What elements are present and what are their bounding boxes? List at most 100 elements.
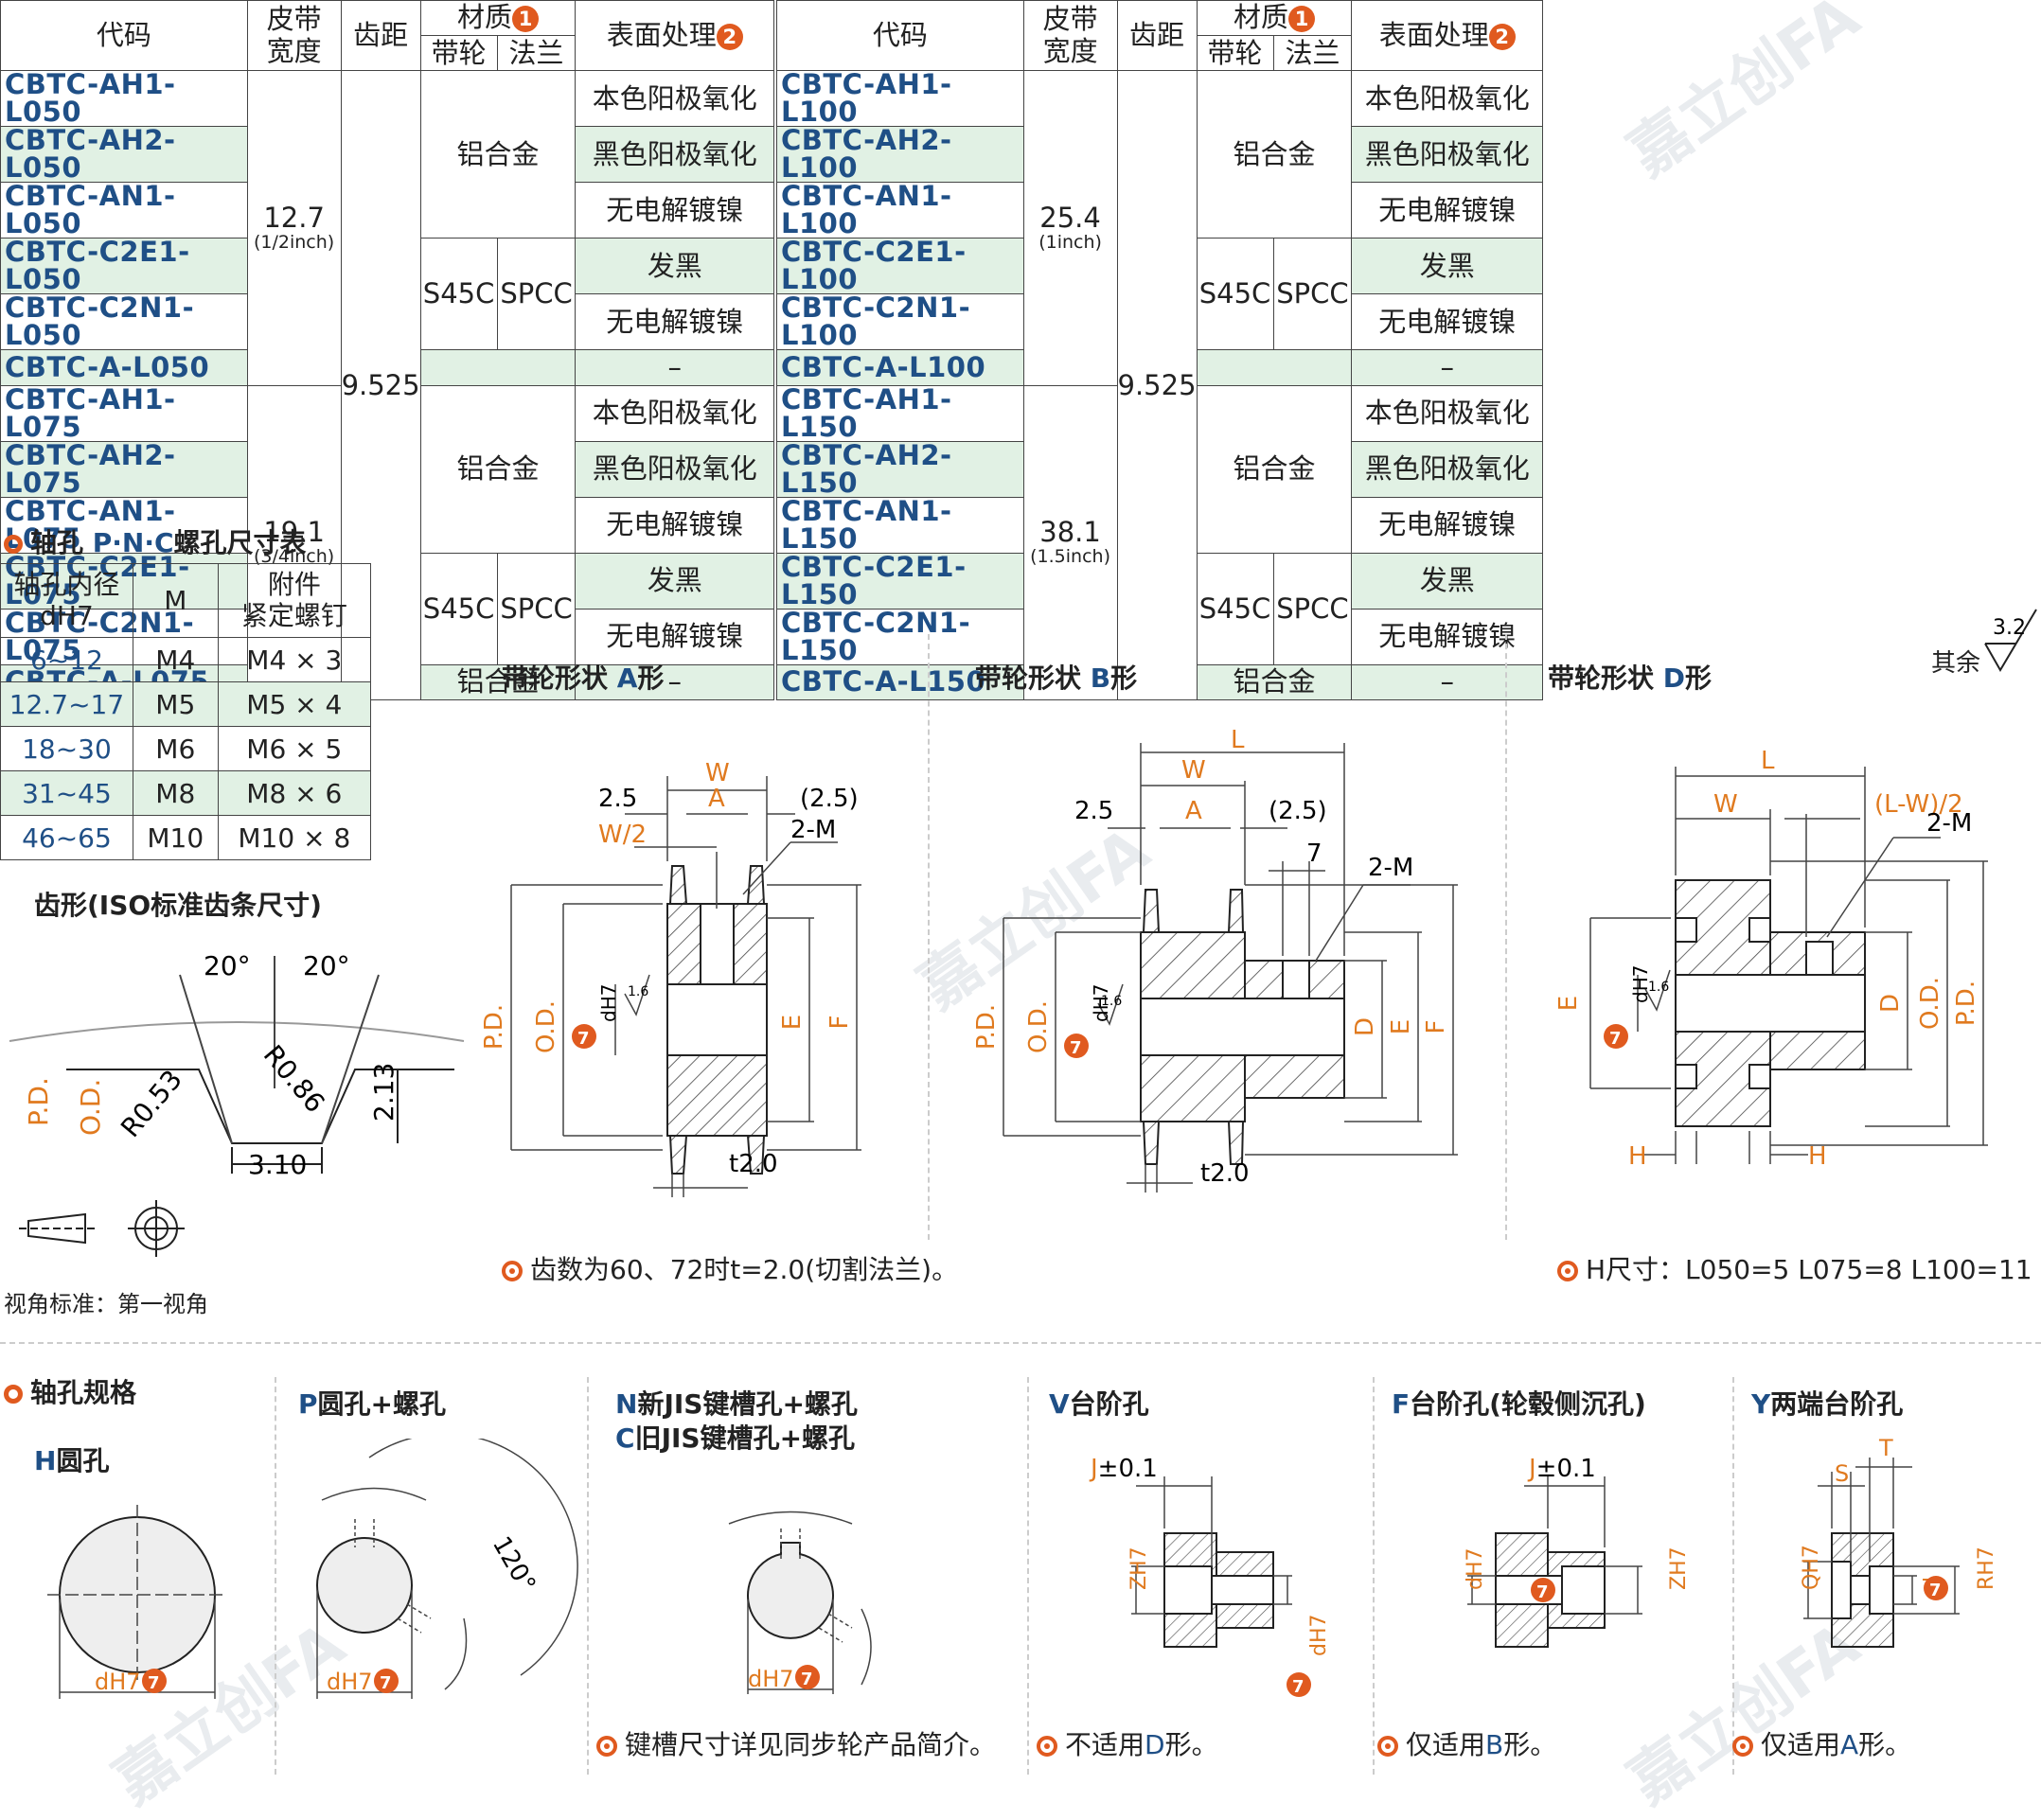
dim-label: J±0.1 [1089,1455,1158,1483]
table-row-code: CBTC-C2E1-L150 [776,552,1024,610]
dim-label: W [1181,756,1206,785]
table-row-code: CBTC-AN1-L150 [776,496,1024,554]
roughness-value: 1.6 [628,984,648,999]
material-cell: S45C [419,238,498,350]
dim-label: dH7 [748,1666,794,1692]
badge-icon [795,1665,820,1689]
table-cell: M10 [132,815,219,860]
dim-label: dH7 [1307,1614,1331,1656]
roughness-label: 其余 [1931,649,1981,678]
divider [1732,1377,1734,1775]
radius-label: R0.53 [115,1064,188,1143]
bore-p-drawing: 120° dH7 7 [316,1439,578,1699]
table-row-code: CBTC-AH1-L075 [0,384,248,442]
note-flange: 齿数为60、72时t=2.0(切割法兰)。 [502,1249,958,1287]
roughness-value: 1.6 [1101,994,1122,1009]
bore-screw-title: 轴孔 P·N·C螺孔尺寸表 [4,522,307,560]
od-label: O.D. [75,1079,106,1136]
dim-label: L [1231,726,1245,754]
surface-cell: 发黑 [575,238,774,294]
surface-cell: 无电解镀镍 [575,496,774,554]
surface-cell: – [1351,663,1543,701]
bore-v-drawing: J±0.1 ZH7 dH7 7 [1089,1455,1331,1697]
flange-cell: SPCC [1272,238,1353,350]
surface-cell: 无电解镀镍 [575,293,774,350]
badge-label: 7 [1929,1581,1942,1600]
belt-width-cell: 12.7(1/2inch) [246,70,342,386]
table-row-code: CBTC-AN1-L100 [776,182,1024,239]
bullet-icon [1732,1736,1753,1757]
note-f: 仅适用B形。 [1377,1724,1556,1762]
table-row-code: CBTC-AH1-L100 [776,70,1024,127]
dim-label: P.D. [972,1004,1001,1050]
roughness-value: 1.6 [1648,980,1669,995]
pd-label: P.D. [23,1077,54,1126]
surface-cell: 黑色阳极氧化 [1351,440,1543,498]
bore-type-n: N新JIS键槽孔+螺孔 [615,1388,858,1420]
dim-label: 2-M [1926,809,1972,838]
divider [1373,1377,1375,1775]
surface-cell: – [575,663,774,701]
table-row-code: CBTC-C2N1-L050 [0,293,248,350]
badge-icon [1287,1672,1311,1697]
dim-label: J±0.1 [1527,1455,1596,1483]
material-cell: S45C [1196,552,1274,665]
dim-label: ZH7 [1127,1546,1151,1590]
height-label: 2.13 [368,1063,399,1122]
material-cell [419,349,577,386]
table-row-code: CBTC-C2N1-L150 [776,608,1024,665]
surface-cell: 无电解镀镍 [575,608,774,665]
angle-label: 20° [303,950,350,981]
surface-cell: 发黑 [575,552,774,610]
belt-width-cell: 38.1(1.5inch) [1022,384,1118,701]
material-cell: S45C [419,552,498,665]
angle-label: 20° [204,950,251,981]
bore-f-drawing: J±0.1 dH7 7 ZH7 [1464,1455,1691,1648]
badge-label: 7 [801,1670,813,1689]
dim-label: dH7 [327,1669,373,1695]
bore-spec-title: 轴孔规格 [4,1372,136,1410]
note-keyway: 键槽尺寸详见同步轮产品简介。 [596,1724,996,1762]
surface-cell: 本色阳极氧化 [1351,70,1543,127]
section-ring-icon [4,1385,23,1404]
dim-label: H [1808,1142,1827,1171]
table-cell: M8 [132,770,219,816]
dim-label: D [1351,1017,1379,1036]
dim-label: dH7 [597,984,620,1022]
dim-label: (2.5) [800,785,859,813]
divider [275,1377,276,1775]
badge-label: 7 [577,1029,590,1049]
table-cell: M4 [132,637,219,682]
dim-label: P.D. [1952,981,1980,1026]
roughness-value: 3.2 [1993,616,2026,640]
badge-label: 7 [380,1673,392,1693]
header-flange: 法兰 [496,35,577,71]
bullet-icon [1557,1261,1578,1281]
table-cell: 46~65 [0,815,133,860]
dim-label: dH7 [95,1669,141,1695]
table-row-code: CBTC-A-L150 [776,663,1024,701]
belt-width-cell: 25.4(1inch) [1022,70,1118,386]
divider [0,1342,2041,1344]
badge-icon [374,1669,399,1693]
table-cell: M5 × 4 [217,681,372,727]
surface-cell: – [575,349,774,386]
table-row-code: CBTC-AH2-L050 [0,126,248,183]
dim-label: O.D. [1916,977,1944,1030]
dim-label: A [708,785,725,813]
dim-label: dH7 [1464,1547,1487,1590]
view-standard-label: 视角标准：第一视角 [4,1291,208,1317]
badge-label: 7 [1536,1582,1549,1602]
table-row-code: CBTC-A-L100 [776,349,1024,386]
divider [1027,1377,1029,1775]
pulley-shape-a-drawing: W A 2.5 (2.5) W/2 2-M P.D. O.D. dH7 7 1.… [480,759,861,1197]
table-row-code: CBTC-C2N1-L100 [776,293,1024,350]
material-cell: 铝合金 [419,663,577,701]
table-cell: 6~12 [0,637,133,682]
note-h-dimension: H尺寸：L050=5 L075=8 L100=11 [1557,1249,2032,1287]
bore-type-y: Y两端台阶孔 [1751,1388,1904,1420]
